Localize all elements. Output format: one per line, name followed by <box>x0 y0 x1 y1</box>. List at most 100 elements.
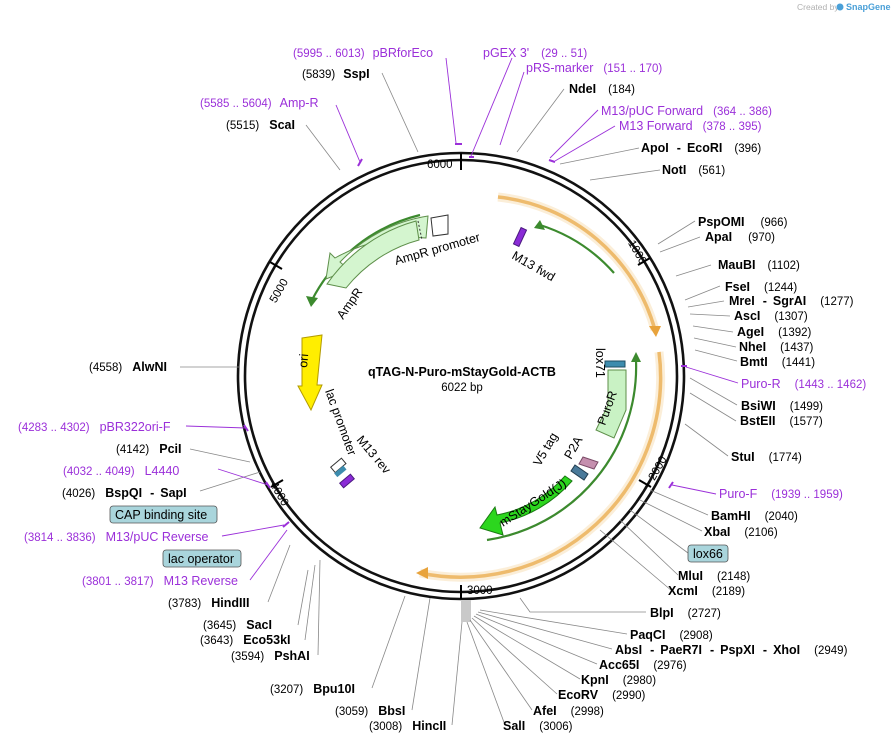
primer-leader-lines <box>185 57 739 581</box>
lac-operator-box: lac operator <box>162 549 242 568</box>
enzyme-bmti: BmtI(1441) <box>740 355 815 369</box>
orf-arc-lower <box>419 351 663 579</box>
label-lac-promoter: lac promoter <box>322 387 359 457</box>
cap-site-feature <box>334 465 347 478</box>
primer-pbr322ori-f: (4283 .. 4302)pBR322ori-F <box>18 420 171 434</box>
ampr-promoter-feature <box>430 214 449 237</box>
tick-1000: 1000 <box>625 238 648 266</box>
lox71-feature <box>604 360 626 368</box>
mstaygold-outline-arc <box>486 359 638 542</box>
ampr-outline-arc <box>311 213 421 301</box>
lox66-box: lox66 <box>687 544 729 563</box>
plasmid-name: qTAG-N-Puro-mStayGold-ACTB <box>368 365 556 379</box>
enzyme-pcii: (4142)PciI <box>116 442 182 456</box>
primer-m13-reverse: (3801 .. 3817)M13 Reverse <box>82 574 238 588</box>
enzyme-ndei: NdeI(184) <box>569 82 635 96</box>
orf-arc-lower-glow <box>419 351 666 582</box>
primer-prs-marker: pRS-marker(151 .. 170) <box>526 61 662 75</box>
enzyme-paqci: PaqCI(2908) <box>630 628 713 642</box>
primer-l4440: (4032 .. 4049)L4440 <box>63 464 179 478</box>
lac-operator-label: lac operator <box>168 552 234 566</box>
enzyme-sspi: (5839)SspI <box>302 67 370 81</box>
label-p2a: P2A <box>561 433 585 461</box>
enzyme-xbai: XbaI(2106) <box>704 525 778 539</box>
enzyme-hindiii: (3783)HindIII <box>168 596 249 610</box>
enzyme-xcmi: XcmI(2189) <box>668 584 745 598</box>
enzyme-afei: AfeI(2998) <box>533 704 604 718</box>
v5-tag-feature <box>570 464 589 481</box>
enzyme-alwni: (4558)AlwNI <box>89 360 167 374</box>
lox-region-marker <box>461 600 471 622</box>
enzyme-mrei-sgrai: MreI-SgrAI(1277) <box>729 294 854 308</box>
enzyme-nhei: NheI(1437) <box>739 340 814 354</box>
enzyme-scai: (5515)ScaI <box>226 118 295 132</box>
enzyme-absi-xhoi: AbsI-PaeR7I-PspXI-XhoI(2949) <box>615 643 848 657</box>
enzyme-stui: StuI(1774) <box>731 450 802 464</box>
enzyme-mlui: MluI(2148) <box>678 569 750 583</box>
orf-arc-right-glow <box>497 192 660 332</box>
enzyme-asci: AscI(1307) <box>734 309 808 323</box>
p2a-feature <box>578 456 599 470</box>
enzyme-fsei: FseI(1244) <box>725 280 797 294</box>
enzyme-bamhi: BamHI(2040) <box>711 509 798 523</box>
label-m13-fwd: M13 fwd <box>510 248 558 284</box>
tick-6000: 6000 <box>427 159 453 171</box>
puror-feature <box>595 369 627 439</box>
mstaygold-outline-head <box>631 352 641 362</box>
primer-m13-forward: M13 Forward(378 .. 395) <box>619 119 762 133</box>
label-mstaygold: mStayGold(J) <box>497 476 569 529</box>
label-m13-rev: M13 rev <box>354 433 394 477</box>
enzyme-acc65i: Acc65I(2976) <box>599 658 687 672</box>
ori-feature <box>297 334 323 412</box>
fwd-outline-arc <box>539 223 615 274</box>
enzyme-ecorv: EcoRV(2990) <box>558 688 645 702</box>
enzyme-kpni: KpnI(2980) <box>581 673 656 687</box>
primer-pgex3: pGEX 3'(29 .. 51) <box>483 46 587 60</box>
enzyme-bsteii: BstEII(1577) <box>740 414 823 428</box>
ampr-dotted-divider <box>417 220 423 241</box>
label-ori: ori <box>296 353 311 368</box>
lox66-label: lox66 <box>693 547 723 561</box>
enzyme-apai: ApaI(970) <box>705 230 775 244</box>
credit-prefix: Created by <box>797 2 839 12</box>
mstaygold-feature <box>479 475 573 536</box>
enzyme-eco53ki: (3643)Eco53kI <box>200 633 291 647</box>
fwd-outline-head <box>534 220 545 230</box>
enzyme-pshai: (3594)PshAI <box>231 649 310 663</box>
primer-pbrforeco: (5995 .. 6013)pBRforEco <box>293 46 433 60</box>
ampr-outline-head <box>306 296 318 307</box>
enzyme-bsiwi: BsiWI(1499) <box>741 399 823 413</box>
orf-arrow-head-1 <box>649 326 661 337</box>
tick-5000: 5000 <box>268 277 291 305</box>
enzyme-agei: AgeI(1392) <box>737 325 812 339</box>
primer-m13-puc-reverse: (3814 .. 3836)M13/pUC Reverse <box>24 530 208 544</box>
enzyme-bspqi-sapi: (4026)BspQI-SapI <box>62 486 187 500</box>
enzyme-bbsi: (3059)BbsI <box>335 704 405 718</box>
leader-lines <box>180 72 738 726</box>
cap-binding-site-label: CAP binding site <box>115 508 207 522</box>
orf-arrow-head-2 <box>416 567 428 579</box>
enzyme-hincii: (3008)HincII <box>369 719 446 733</box>
primer-m13-puc-forward: M13/pUC Forward(364 .. 386) <box>601 104 772 118</box>
tick-marks <box>269 153 652 599</box>
label-v5-tag: V5 tag <box>530 430 560 468</box>
enzyme-maubi: MauBI(1102) <box>718 258 800 272</box>
enzyme-pspomi: PspOMI(966) <box>698 215 788 229</box>
snapgene-logo-icon <box>836 3 844 11</box>
m13-rev-feature <box>339 473 355 489</box>
tick-2000: 2000 <box>647 454 670 482</box>
primer-amp-r: (5585 .. 5604)Amp-R <box>200 96 319 110</box>
enzyme-blpi: BlpI(2727) <box>650 606 721 620</box>
tick-3000: 3000 <box>467 585 493 597</box>
label-lox71: lox71 <box>593 348 607 378</box>
enzyme-apoi-ecori: ApoI-EcoRI(396) <box>641 141 761 155</box>
enzyme-bpu10i: (3207)Bpu10I <box>270 682 355 696</box>
ampr-body-arc <box>326 220 420 289</box>
credit-brand: SnapGene <box>846 2 891 12</box>
primer-puro-r: Puro-R(1443 .. 1462) <box>741 377 866 391</box>
primer-ticks <box>243 143 687 528</box>
enzyme-sali: SalI(3006) <box>503 719 573 733</box>
plasmid-size: 6022 bp <box>441 382 483 394</box>
enzyme-noti: NotI(561) <box>662 163 725 177</box>
